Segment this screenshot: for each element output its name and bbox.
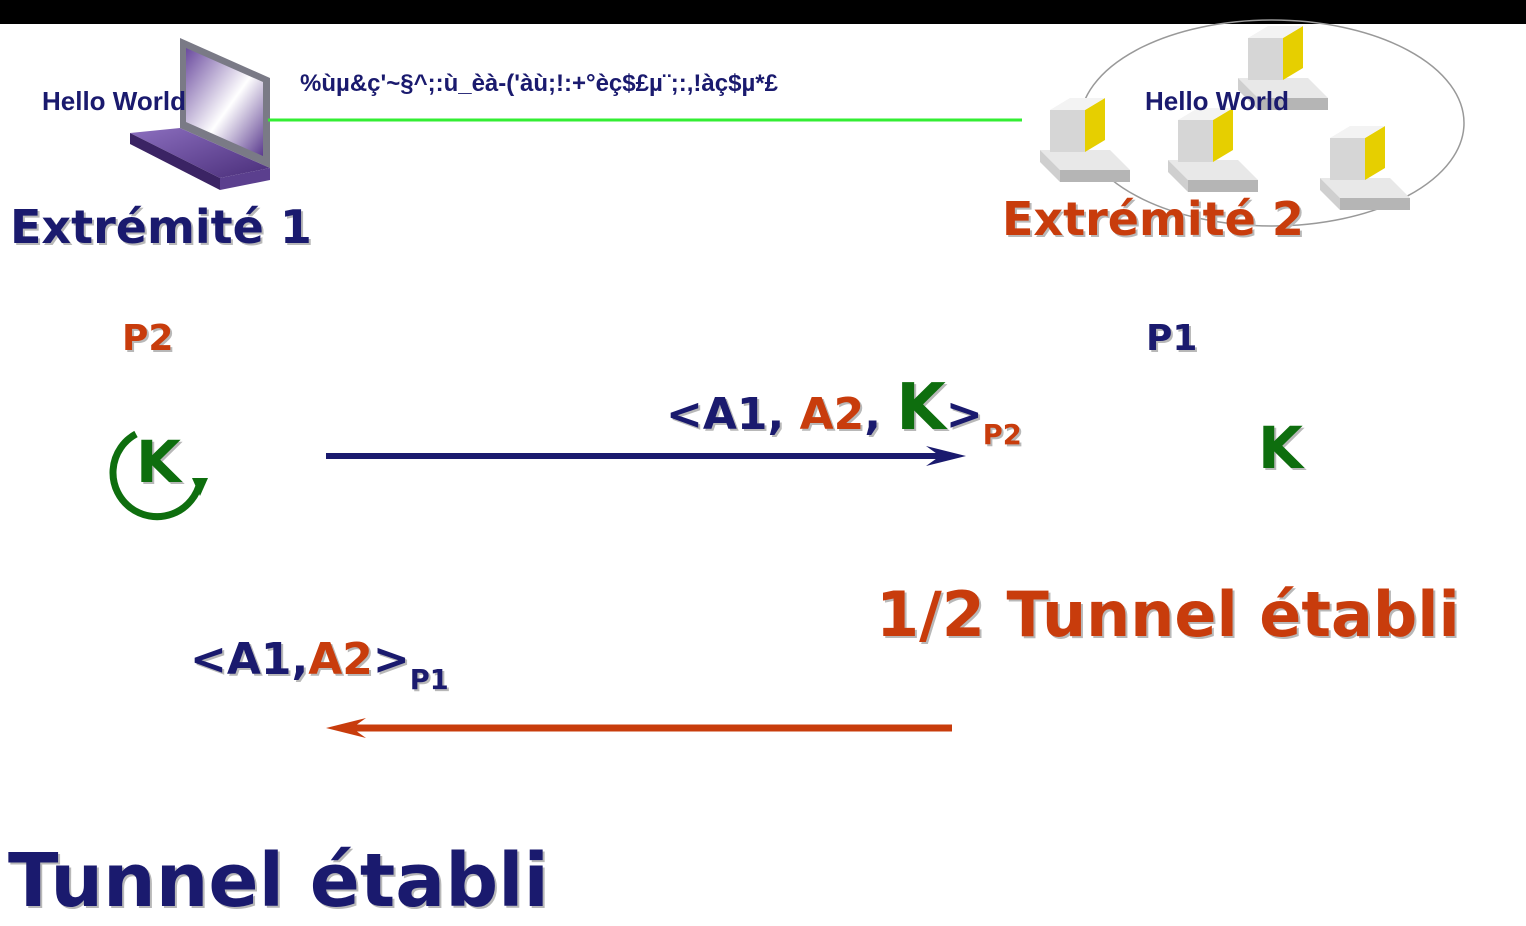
computer-icon [1238,26,1328,110]
ciphertext-label: %ùµ&ç'~§^;:ù_èà-('àù;!:+°èç$£µ¨;:,!àç$µ*… [300,70,778,97]
left-hello-label: Hello World [42,86,186,116]
computer-icon [1040,98,1130,182]
left-key-symbol: K [136,428,181,496]
left-key-label: P2 [122,318,174,359]
laptop-icon [130,38,270,190]
message-1-sub: P2 [982,420,1022,451]
computer-icon [1168,108,1258,192]
arrow-left-head [326,718,366,738]
message-2: <A1,A2>P1 [190,630,449,711]
message-1-k: K [896,371,946,445]
message-2-a2: A2 [308,634,373,685]
message-2-open: <A1, [190,634,309,685]
right-hello-label: Hello World [1145,86,1289,116]
network-cluster-icon [1040,19,1465,227]
computer-icon [1320,126,1410,210]
message-2-sub: P1 [409,665,449,696]
message-1-a2: A2 [799,389,865,440]
tunnel-established: Tunnel établi [8,838,549,924]
endpoint-1-title: Extrémité 1 [10,200,312,254]
arrow-right-head [926,446,966,466]
message-1-sep: , [864,389,897,440]
half-tunnel-status: 1/2 Tunnel établi [876,578,1460,651]
message-1-open: <A1, [666,389,800,440]
right-key-symbol: K [1258,414,1303,482]
key-generation-cycle-icon [109,430,208,521]
message-2-close: > [372,634,410,685]
right-key-label: P1 [1146,318,1198,359]
endpoint-2-title: Extrémité 2 [1002,192,1304,246]
message-1-close: > [945,389,983,440]
message-1: <A1, A2, K>P2 [666,376,1022,466]
